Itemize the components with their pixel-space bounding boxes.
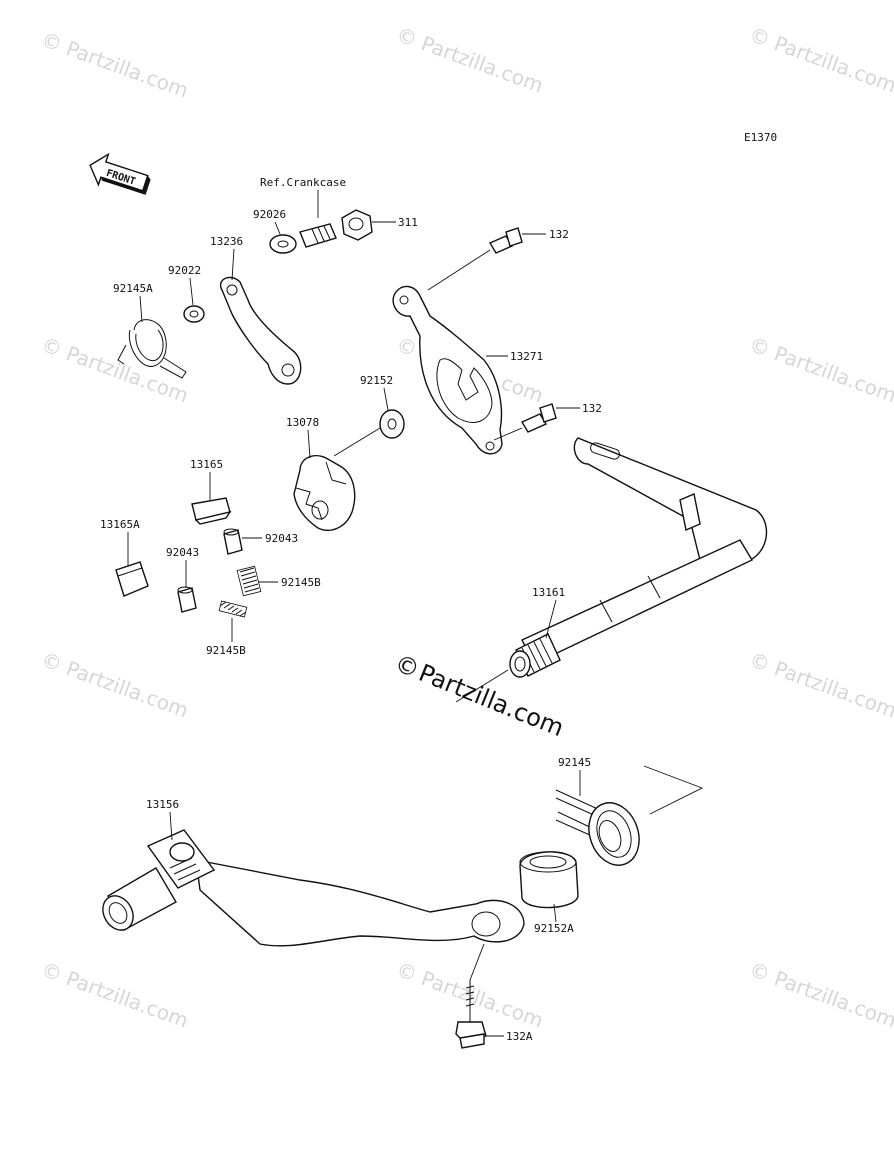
pawl-13165A — [115, 561, 149, 597]
diagram-code: E1370 — [744, 131, 777, 144]
leader-line — [189, 277, 194, 306]
leader-line — [455, 669, 509, 703]
watermark: © Partzilla.com — [38, 647, 191, 722]
part-label-13161: 13161 — [532, 586, 565, 599]
part-label-13078: 13078 — [286, 416, 319, 429]
leader-line — [333, 427, 381, 457]
link-arm-13236 — [219, 276, 302, 385]
spring-92145B-right — [236, 565, 262, 597]
part-label-92145: 92145 — [558, 756, 591, 769]
watermark: © Partzilla.com — [746, 647, 894, 722]
watermark: © Partzilla.com — [393, 22, 546, 97]
part-label-13165: 13165 — [190, 458, 223, 471]
collar-92152A — [519, 851, 579, 909]
front-arrow-icon: FRONT — [89, 152, 151, 195]
spring-92145A — [117, 319, 187, 379]
pin-92043-right — [223, 528, 243, 555]
leader-line — [169, 811, 173, 841]
part-label-92022: 92022 — [168, 264, 201, 277]
leader-line — [545, 599, 557, 639]
watermark: © Partzilla.com — [746, 957, 894, 1032]
part-label-92145B-right: 92145B — [281, 576, 321, 589]
reference-label: Ref.Crankcase — [260, 176, 346, 189]
leader-line — [553, 903, 557, 923]
washer-92152 — [379, 409, 405, 439]
leader-line — [139, 295, 143, 323]
part-label-132A: 132A — [506, 1030, 533, 1043]
watermark: © Partzilla.com — [38, 27, 191, 102]
leader-line — [469, 943, 485, 981]
part-label-92026: 92026 — [253, 208, 286, 221]
part-label-92043-right: 92043 — [265, 532, 298, 545]
bolt-132-mid — [520, 403, 557, 433]
part-label-132-top: 132 — [549, 228, 569, 241]
part-label-132-mid: 132 — [582, 402, 602, 415]
part-label-13156: 13156 — [146, 798, 179, 811]
watermark: © Partzilla.com — [746, 22, 894, 97]
nut-311 — [341, 209, 373, 241]
leader-line — [643, 765, 704, 815]
watermark-text: Partzilla.com — [415, 659, 568, 742]
watermark: © Partzilla.com — [38, 957, 191, 1032]
bolt-132A — [455, 980, 487, 1049]
leader-line — [231, 248, 235, 281]
leader-line — [383, 387, 389, 411]
part-label-92152A: 92152A — [534, 922, 574, 935]
part-label-13271: 13271 — [510, 350, 543, 363]
pin-92043-left — [177, 586, 197, 613]
watermark: © Partzilla.com — [38, 332, 191, 407]
washer-92026 — [269, 234, 297, 254]
cam-plate-13078 — [293, 454, 356, 531]
pawl-13165 — [191, 497, 232, 525]
washer-92022 — [183, 305, 205, 323]
leader-line — [427, 249, 491, 291]
bolt-132-top — [488, 227, 523, 254]
leader-line — [307, 429, 311, 459]
stud-bolt — [299, 223, 337, 248]
part-label-13165A: 13165A — [100, 518, 140, 531]
part-label-92145A: 92145A — [113, 282, 153, 295]
part-label-92152: 92152 — [360, 374, 393, 387]
part-label-92043-left: 92043 — [166, 546, 199, 559]
shift-shaft-13161 — [509, 437, 768, 678]
watermark: © Partzilla.com — [746, 332, 894, 407]
spring-92145 — [555, 789, 640, 866]
part-label-13236: 13236 — [210, 235, 243, 248]
spring-92145B-bottom — [218, 600, 248, 618]
plate-13271 — [392, 285, 503, 455]
part-label-311: 311 — [398, 216, 418, 229]
shift-pedal-13156 — [102, 829, 525, 947]
leader-line — [274, 221, 281, 235]
part-label-92145B-bottom: 92145B — [206, 644, 246, 657]
leader-line — [493, 427, 523, 441]
